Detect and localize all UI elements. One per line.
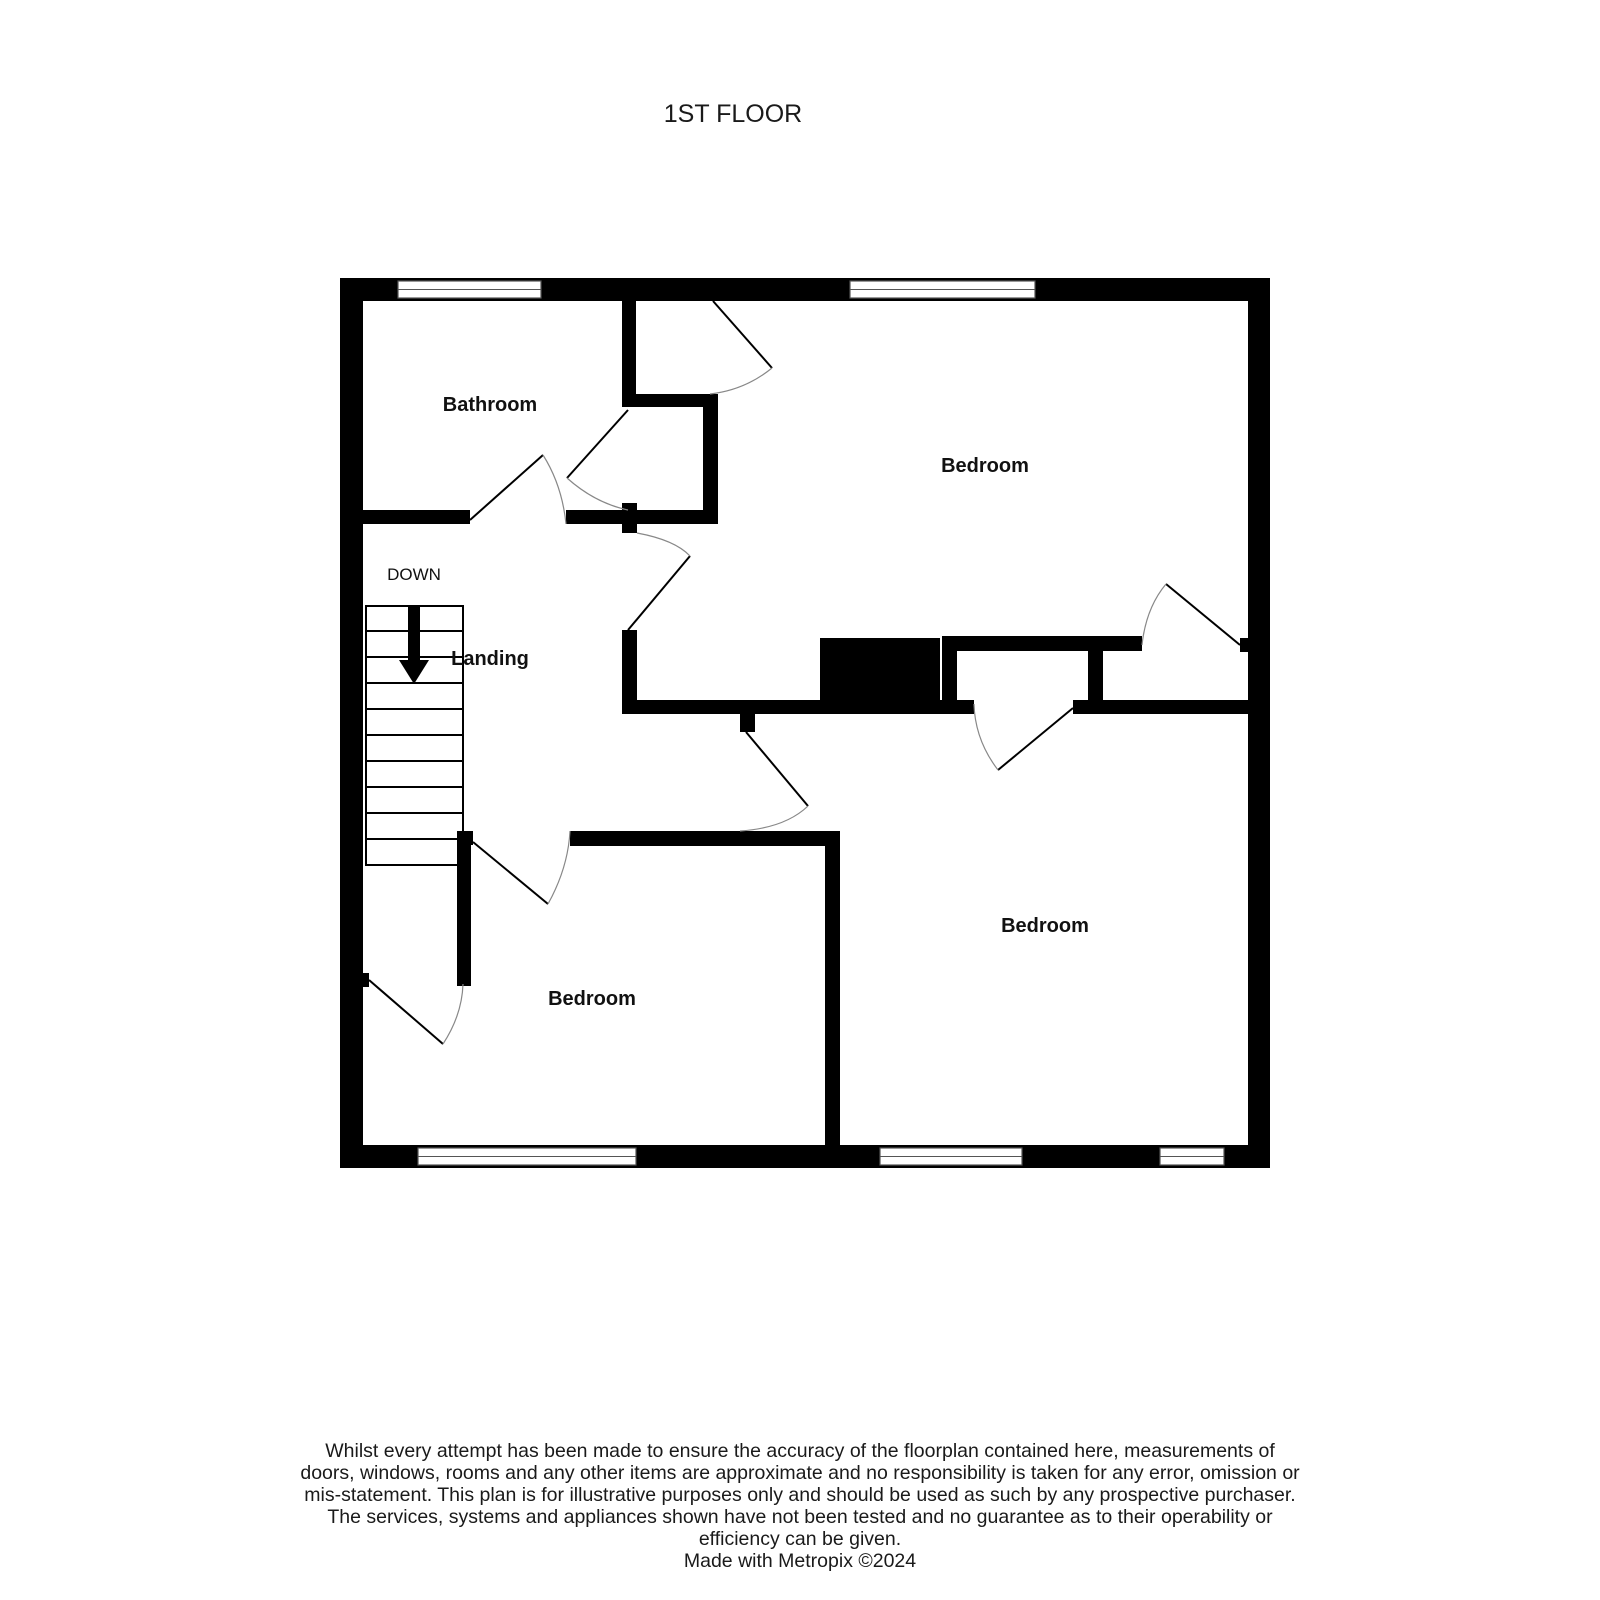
- door-wardrobe-right: [1141, 583, 1241, 646]
- wall-left: [340, 278, 363, 1168]
- window-bathroom: [397, 280, 542, 299]
- interior-walls: [363, 301, 1250, 1145]
- room-label-landing: Landing: [451, 648, 529, 670]
- door-cupboard-landing: [566, 409, 629, 511]
- door-bathroom: [469, 454, 567, 525]
- floor-title: 1ST FLOOR: [663, 100, 803, 128]
- doors: [368, 300, 1241, 1045]
- door-cupboard-bottom-left: [368, 979, 464, 1045]
- staircase: [365, 605, 464, 866]
- door-bedroom-bottom-right: [739, 731, 809, 832]
- window-bedroom-bottom-left: [417, 1147, 637, 1166]
- wall-right: [1248, 278, 1270, 1168]
- door-wardrobe-center: [973, 703, 1074, 771]
- window-bedroom-top: [849, 280, 1036, 299]
- window-bottom-right-small: [1159, 1147, 1225, 1166]
- window-bedroom-bottom-right: [879, 1147, 1023, 1166]
- door-bedroom-top: [627, 532, 691, 631]
- stair-down-arrow-icon: [399, 606, 429, 684]
- door-cupboard-bedroom: [709, 300, 773, 395]
- door-bedroom-bottom-left: [472, 830, 571, 905]
- room-label-bedroom-bottom-left: Bedroom: [548, 988, 636, 1010]
- room-label-bathroom: Bathroom: [442, 394, 538, 416]
- disclaimer-text: Whilst every attempt has been made to en…: [300, 1440, 1300, 1550]
- credit-text: Made with Metropix ©2024: [683, 1550, 917, 1572]
- windows: [397, 280, 1225, 1166]
- stair-direction-label: DOWN: [387, 565, 441, 584]
- wall-top: [340, 278, 1270, 301]
- room-label-bedroom-top-right: Bedroom: [941, 455, 1029, 477]
- room-label-bedroom-bottom-right: Bedroom: [1001, 915, 1089, 937]
